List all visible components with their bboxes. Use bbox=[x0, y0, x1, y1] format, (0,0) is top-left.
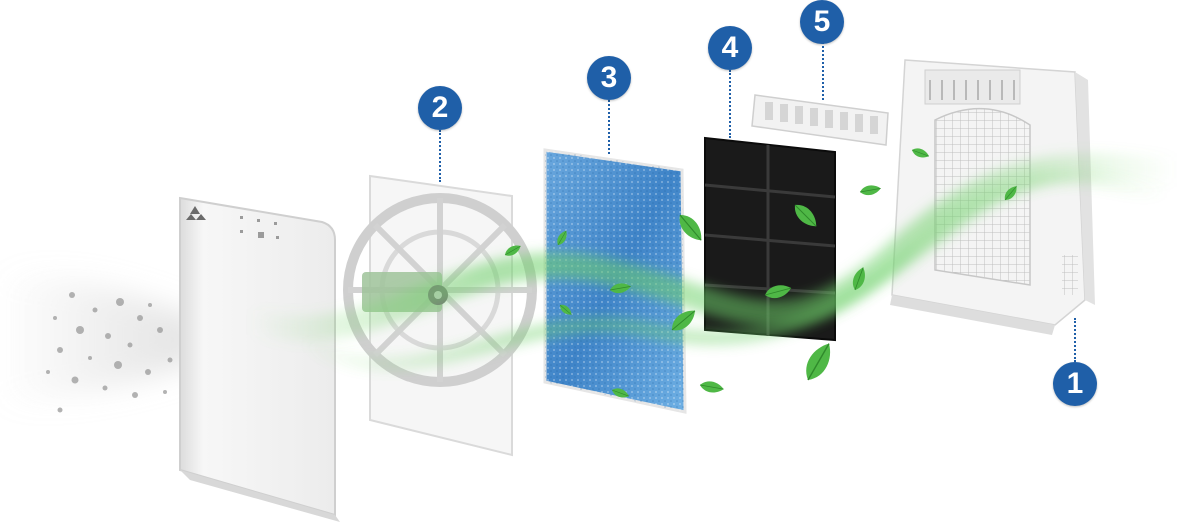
callout-badge-3: 3 bbox=[587, 56, 631, 100]
front-panel bbox=[179, 196, 340, 522]
callout-badge-2: 2 bbox=[418, 86, 462, 130]
control-panel bbox=[240, 216, 279, 239]
callout-badge-1: 1 bbox=[1053, 362, 1097, 406]
callout-leader-3 bbox=[608, 100, 610, 154]
callout-leader-1 bbox=[1074, 318, 1076, 362]
carbon-filter bbox=[704, 136, 836, 342]
airflow-stream bbox=[246, 153, 1177, 371]
callout-badge-5: 5 bbox=[800, 0, 844, 44]
callout-leader-4 bbox=[729, 70, 731, 138]
brand-logo-icon bbox=[186, 206, 206, 220]
callout-badge-4: 4 bbox=[708, 26, 752, 70]
dust-particle-icon bbox=[46, 292, 173, 413]
dust-haze bbox=[0, 278, 200, 400]
callout-leader-2 bbox=[439, 130, 441, 182]
callout-leader-5 bbox=[822, 42, 824, 100]
top-filter bbox=[751, 94, 889, 146]
